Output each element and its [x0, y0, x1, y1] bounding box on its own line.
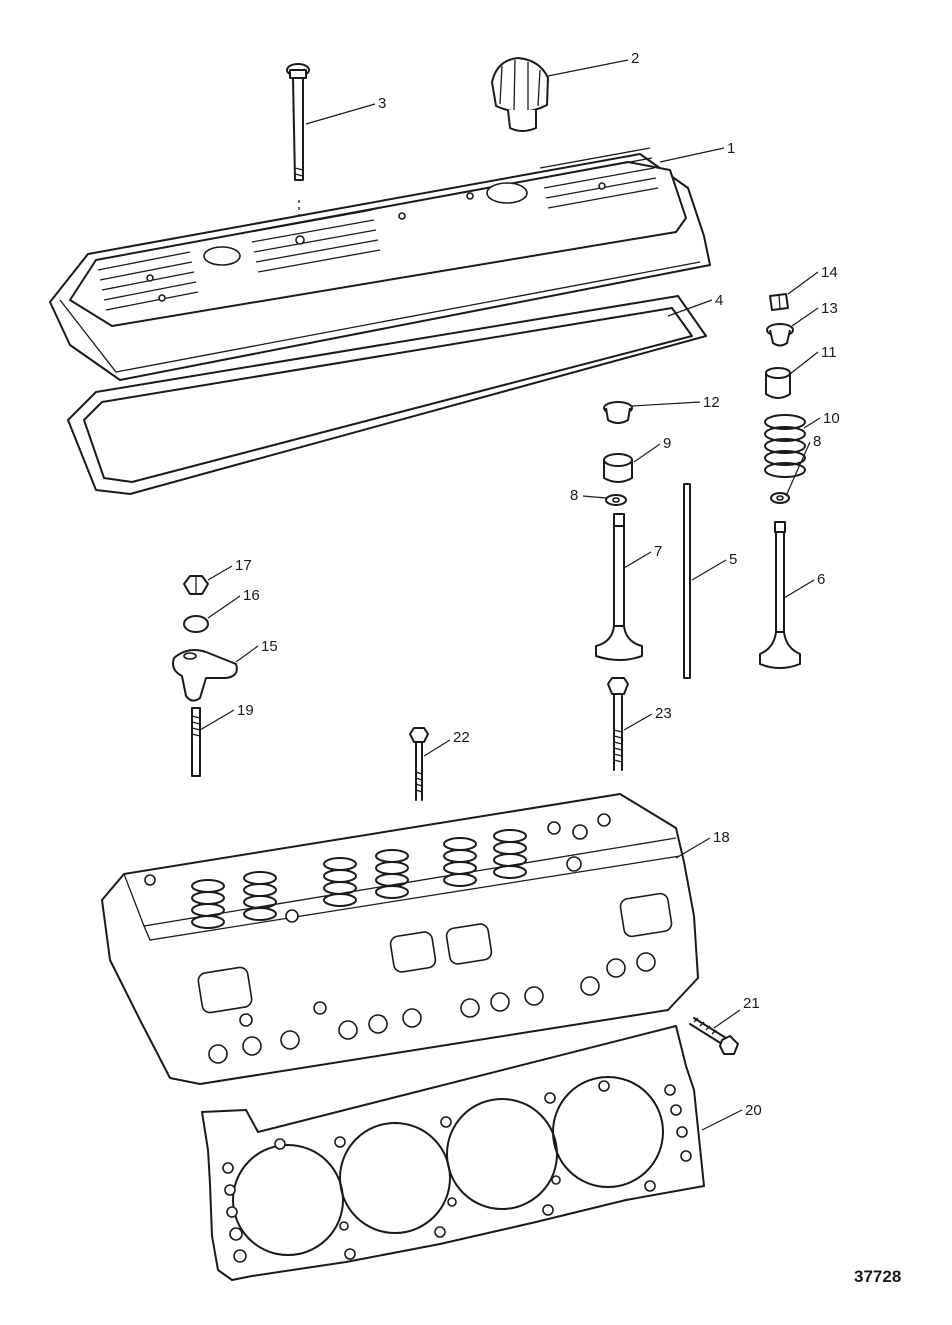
part-4-cover-gasket — [67, 295, 707, 495]
part-12-valve-cap — [603, 401, 633, 424]
callout-8-left: 8 — [570, 487, 578, 504]
part-2-oil-cap — [491, 57, 549, 132]
callout-3: 3 — [378, 95, 386, 112]
part-16-rocker-ball — [183, 615, 209, 633]
part-20-head-gasket — [201, 1025, 705, 1281]
part-15-rocker-arm — [172, 649, 238, 702]
figure-id: 37728 — [854, 1267, 901, 1286]
callout-2: 2 — [631, 50, 639, 67]
part-17-rocker-nut — [183, 575, 209, 595]
callout-15: 15 — [261, 638, 278, 655]
part-9-valve-seal — [603, 453, 633, 483]
part-8-valve-shim-right — [770, 492, 790, 504]
leader-lines — [199, 59, 821, 1131]
callout-13: 13 — [821, 300, 838, 317]
callout-labels: 1 2 3 4 5 6 7 8 8 9 10 11 12 13 14 15 16… — [235, 50, 840, 1119]
part-22-head-bolt — [409, 727, 429, 801]
callout-22: 22 — [453, 729, 470, 746]
callout-6: 6 — [817, 571, 825, 588]
part-5-pushrod — [683, 483, 691, 679]
callout-8-right: 8 — [813, 433, 821, 450]
callout-20: 20 — [745, 1102, 762, 1119]
callout-5: 5 — [729, 551, 737, 568]
part-7-intake-valve — [595, 513, 643, 661]
callout-18: 18 — [713, 829, 730, 846]
head-valve-springs — [191, 829, 527, 929]
callout-1: 1 — [727, 140, 735, 157]
callout-12: 12 — [703, 394, 720, 411]
part-1-valve-cover — [49, 147, 711, 381]
part-6-exhaust-valve — [759, 521, 801, 669]
part-14-valve-lock — [769, 293, 789, 311]
callout-21: 21 — [743, 995, 760, 1012]
part-10-valve-spring — [764, 414, 806, 478]
part-19-rocker-stud — [191, 707, 201, 777]
part-18-cylinder-head — [101, 793, 699, 1085]
part-8-valve-shim-left — [605, 494, 627, 506]
callout-16: 16 — [243, 587, 260, 604]
part-13-valve-retainer — [766, 323, 794, 347]
callout-11: 11 — [821, 344, 837, 361]
callout-14: 14 — [821, 264, 838, 281]
callout-4: 4 — [715, 292, 723, 309]
part-21-bolt — [689, 1017, 739, 1055]
callout-10: 10 — [823, 410, 840, 427]
callout-19: 19 — [237, 702, 254, 719]
callout-17: 17 — [235, 557, 252, 574]
part-11-valve-seal — [765, 367, 791, 399]
part-23-head-bolt — [607, 677, 629, 771]
callout-9: 9 — [663, 435, 671, 452]
callout-23: 23 — [655, 705, 672, 722]
callout-7: 7 — [654, 543, 662, 560]
